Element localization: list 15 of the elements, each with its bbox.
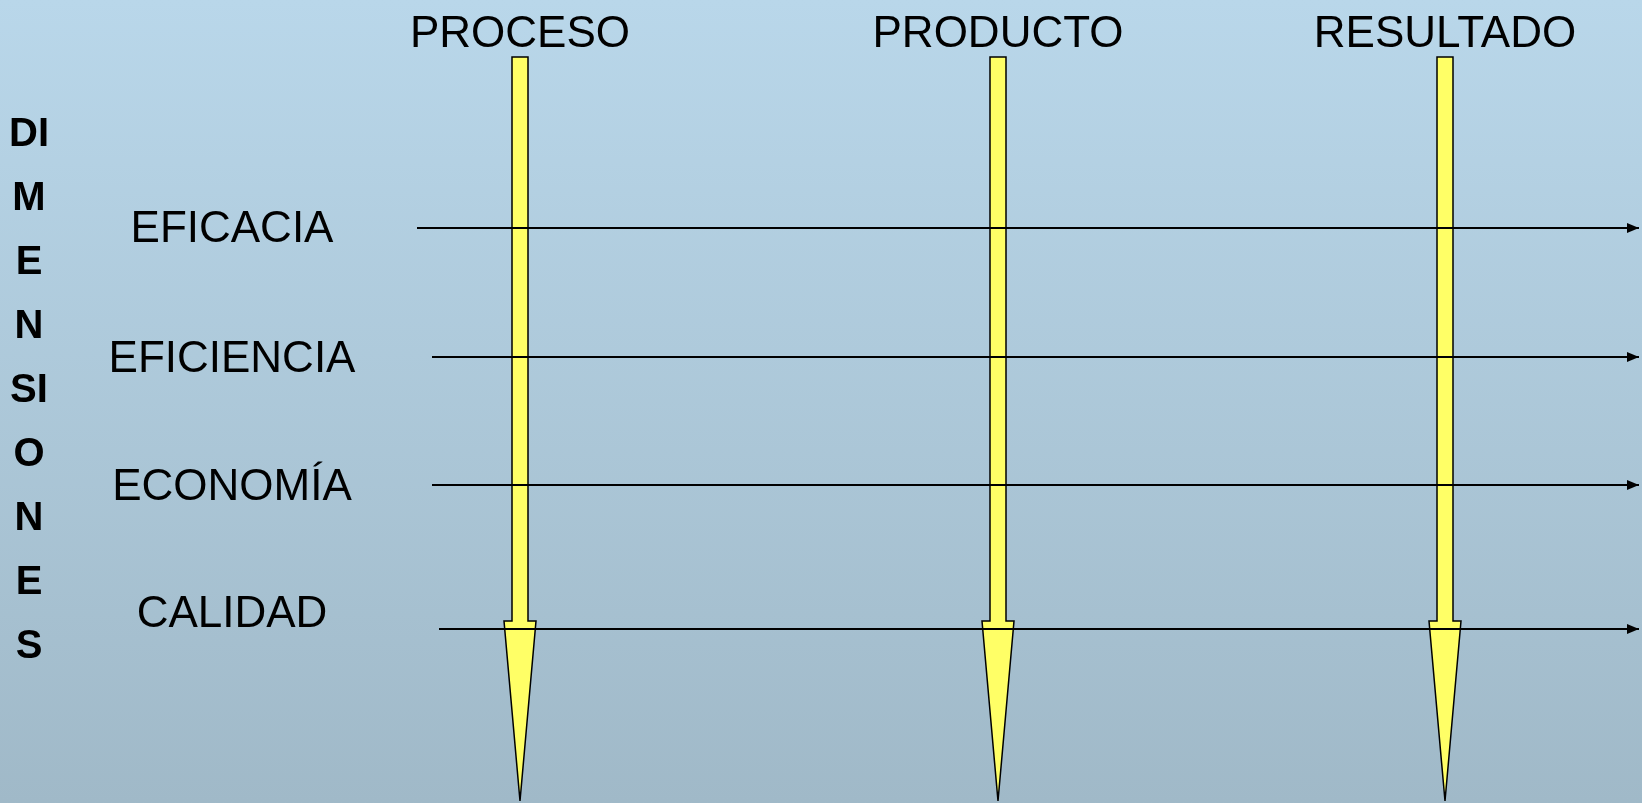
arrow xyxy=(1428,56,1462,802)
arrow xyxy=(431,352,1640,362)
row-heading: EFICACIA xyxy=(130,202,334,252)
arrow xyxy=(503,56,537,802)
column-heading: RESULTADO xyxy=(1313,7,1577,57)
column-heading: PROCESO xyxy=(410,7,630,57)
column-heading: PRODUCTO xyxy=(872,7,1124,57)
arrow xyxy=(981,56,1015,802)
arrow xyxy=(438,624,1640,634)
arrow xyxy=(416,223,1640,233)
row-heading: EFICIENCIA xyxy=(108,332,356,382)
vertical-label: DIMENSIONES xyxy=(9,109,49,668)
row-heading: CALIDAD xyxy=(136,587,328,637)
arrow xyxy=(431,480,1640,490)
row-heading: ECONOMÍA xyxy=(112,460,352,510)
